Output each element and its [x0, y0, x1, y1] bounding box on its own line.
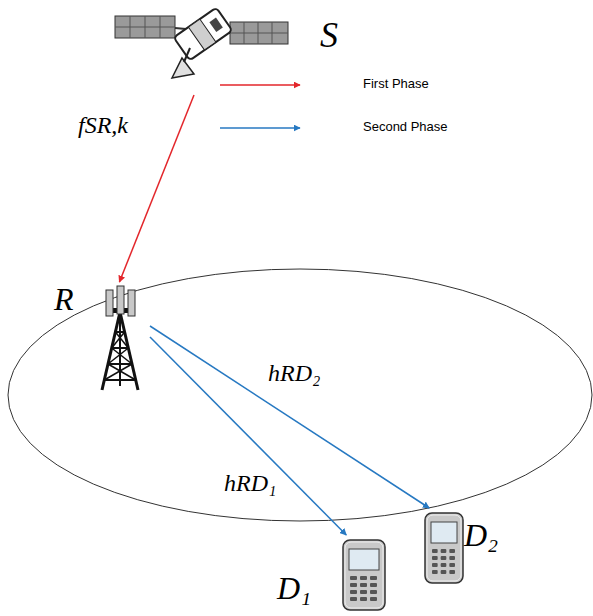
- channel-label: hRD₁: [222, 470, 278, 496]
- node-label: R: [54, 282, 74, 317]
- tower-icon: [102, 286, 138, 390]
- legend-text: First Phase: [363, 76, 429, 92]
- user-node: D₂: [420, 508, 512, 588]
- node-label: D₂: [464, 518, 498, 553]
- satellite-node: S: [110, 0, 350, 95]
- phone-icon: [425, 513, 463, 583]
- node-label: D₁: [277, 571, 311, 606]
- legend-arrow: [220, 84, 300, 86]
- signal-link: [150, 337, 346, 535]
- coverage-ellipse: [8, 269, 592, 521]
- legend-arrow: [220, 127, 300, 129]
- user-node: D₁: [275, 535, 390, 613]
- node-art: [110, 0, 350, 95]
- node-label: S: [320, 16, 338, 56]
- channel-label: hRD₂: [266, 360, 322, 386]
- channel-label: fSR,k: [76, 112, 130, 138]
- satellite-icon: [115, 8, 288, 78]
- relay-node: R: [48, 282, 150, 392]
- signal-link: [150, 326, 429, 508]
- phone-icon: [343, 540, 385, 610]
- signal-link: [119, 95, 194, 282]
- legend-text: Second Phase: [363, 119, 448, 135]
